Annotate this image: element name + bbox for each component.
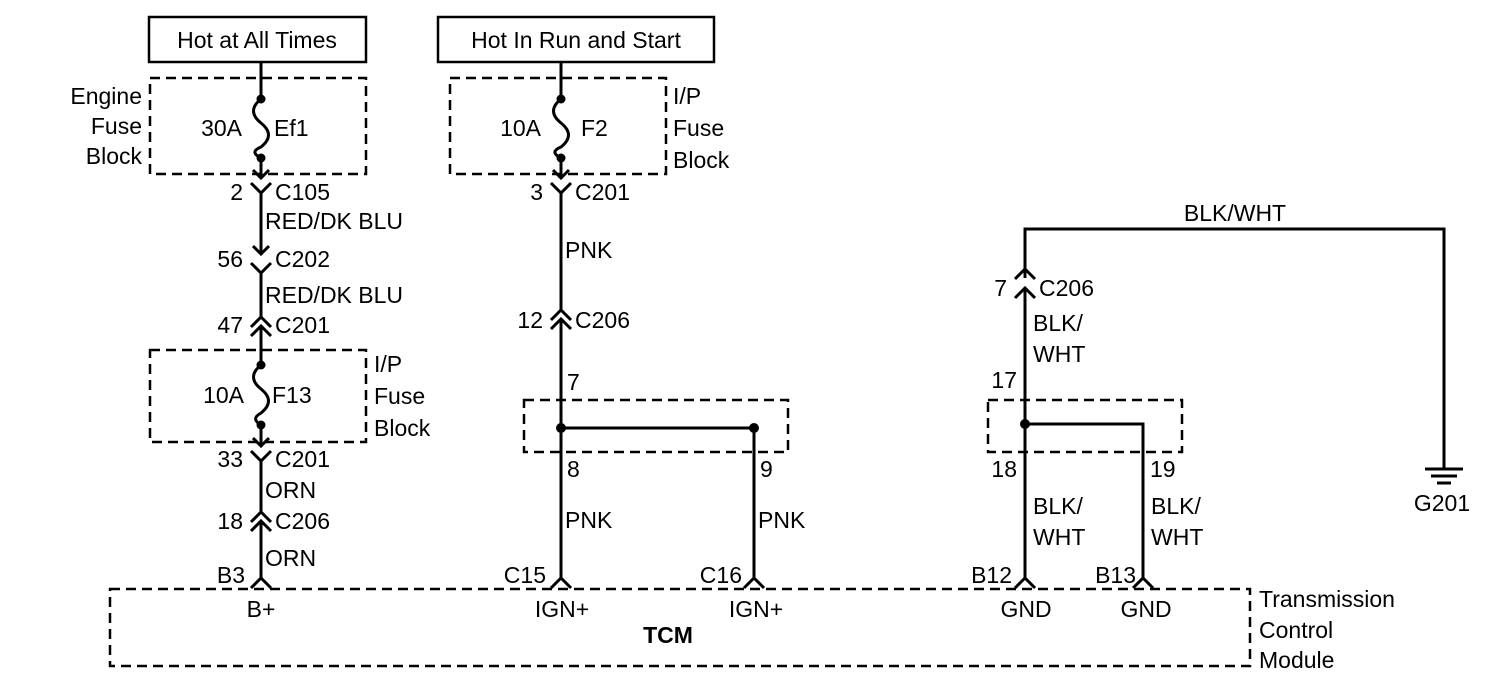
- c202-label: C202: [275, 246, 330, 272]
- splice-gnd-out-b: 19: [1150, 456, 1176, 482]
- gnd-top-wire-label: BLK/WHT: [1184, 200, 1286, 226]
- splice-gnd-outline: [986, 398, 1184, 454]
- c201-pin-ign: 3: [530, 179, 543, 205]
- tcm-name: TCM: [643, 622, 693, 648]
- fuse-f13-name: F13: [272, 382, 312, 408]
- tcm-pin-c15: C15: [504, 562, 546, 588]
- splice-ign-out-a: 8: [567, 456, 580, 482]
- ip-fuse-block-f13-label-1: I/P: [374, 351, 402, 377]
- ign-wire-b: PNK: [758, 507, 806, 533]
- c105-label: C105: [275, 179, 330, 205]
- fuse-ef1-rating: 30A: [201, 115, 243, 141]
- bplus-wire-4: ORN: [265, 545, 316, 571]
- c206-pin-ign: 12: [517, 307, 543, 333]
- splice-ign-in-pin: 7: [567, 369, 580, 395]
- tcm-pin-b13: B13: [1095, 562, 1136, 588]
- tcm-pin-b13-connector: [1131, 575, 1155, 590]
- tcm-pin-b13-function: GND: [1120, 596, 1171, 622]
- tcm-label-1: Transmission: [1259, 586, 1395, 612]
- engine-fuse-block-label-2: Fuse: [91, 113, 142, 139]
- ground-icon: [1425, 467, 1463, 485]
- c202-pin: 56: [217, 246, 243, 272]
- bplus-wire-2: RED/DK BLU: [265, 282, 403, 308]
- c201-connector-ign: [549, 181, 573, 196]
- engine-fuse-block-label-1: Engine: [70, 83, 142, 109]
- c201-label-ign: C201: [575, 179, 630, 205]
- splice-ign-outline: [522, 398, 790, 454]
- c201-pin-bplus-b: 33: [217, 446, 243, 472]
- gnd-wire-1-line1: BLK/: [1033, 310, 1083, 336]
- tcm-label-2: Control: [1259, 617, 1333, 643]
- tcm-pin-b12-connector: [1013, 575, 1037, 590]
- tcm-pin-b12: B12: [971, 562, 1012, 588]
- gnd-wire-b-line1: BLK/: [1151, 493, 1201, 519]
- tcm-pin-c15-function: IGN+: [535, 596, 589, 622]
- splice-gnd-out-a: 18: [991, 456, 1017, 482]
- ground-g201-label: G201: [1414, 490, 1470, 516]
- engine-fuse-block-label-3: Block: [86, 143, 143, 169]
- gnd-wire-a-line2: WHT: [1033, 524, 1085, 550]
- c206-pin-bplus: 18: [217, 508, 243, 534]
- tcm-pin-b3-function: B+: [247, 596, 276, 622]
- hot-in-run-start-label: Hot In Run and Start: [471, 27, 681, 53]
- tcm-pin-c15-connector: [549, 575, 573, 590]
- fuse-ef1-symbol: [252, 97, 270, 160]
- c105-pin: 2: [230, 179, 243, 205]
- c206-label-bplus: C206: [275, 508, 330, 534]
- tcm-pin-c16-connector: [742, 575, 766, 590]
- fuse-f2-rating: 10A: [500, 115, 542, 141]
- tcm-pin-c16-function: IGN+: [729, 596, 783, 622]
- splice-ign-out-b: 9: [760, 456, 773, 482]
- tcm-pin-c16: C16: [700, 562, 742, 588]
- fuse-f13-rating: 10A: [203, 382, 245, 408]
- gnd-wire-b-line2: WHT: [1151, 524, 1203, 550]
- c206-pin-gnd: 7: [994, 275, 1007, 301]
- ip-fuse-block-f13-label-2: Fuse: [374, 383, 425, 409]
- tcm-label-3: Module: [1259, 647, 1334, 673]
- tcm-pin-b12-function: GND: [1000, 596, 1051, 622]
- splice-gnd-in-pin: 17: [991, 367, 1017, 393]
- bplus-wire-1: RED/DK BLU: [265, 208, 403, 234]
- c206-label-gnd: C206: [1039, 275, 1094, 301]
- c201-pin-bplus-a: 47: [217, 312, 243, 338]
- c105-connector: [249, 181, 273, 196]
- tcm-pin-b3: B3: [217, 562, 245, 588]
- bplus-wire-3: ORN: [265, 477, 316, 503]
- fuse-ef1-name: Ef1: [274, 115, 309, 141]
- hot-in-run-start-box: [436, 15, 716, 64]
- fuse-f2-name: F2: [581, 115, 608, 141]
- c202-connector: [249, 261, 273, 276]
- ip-fuse-block-f2-label-2: Fuse: [673, 115, 724, 141]
- ip-fuse-block-f2-label-3: Block: [673, 147, 730, 173]
- c201-connector-bplus-b: [249, 449, 273, 464]
- tcm-pin-b3-connector: [249, 575, 273, 590]
- ip-fuse-block-f13-label-3: Block: [374, 415, 431, 441]
- fuse-f2-symbol: [552, 97, 570, 160]
- gnd-wire-a-line1: BLK/: [1033, 493, 1083, 519]
- gnd-wire-1-line2: WHT: [1033, 341, 1085, 367]
- hot-at-all-times-box: [147, 15, 368, 64]
- hot-at-all-times-label: Hot at All Times: [177, 27, 337, 53]
- c206-label-ign: C206: [575, 307, 630, 333]
- c201-label-bplus-a: C201: [275, 312, 330, 338]
- tcm-outline: [108, 587, 1252, 668]
- ign-wire-1: PNK: [565, 237, 613, 263]
- ip-fuse-block-f2-label-1: I/P: [673, 83, 701, 109]
- ign-wire-a: PNK: [565, 507, 613, 533]
- c201-label-bplus-b: C201: [275, 446, 330, 472]
- fuse-f13-symbol: [252, 363, 270, 427]
